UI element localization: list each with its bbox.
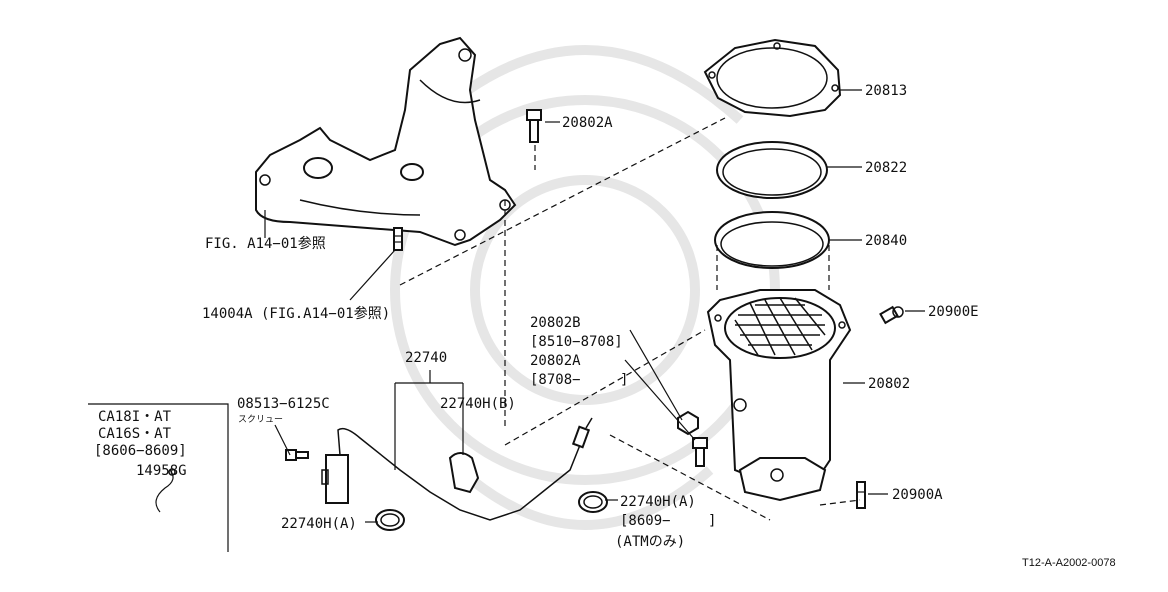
bolt-20802A-top <box>526 109 542 143</box>
box-label-range: [8606−8609] <box>94 443 187 459</box>
figure-id: T12-A-A2002-0078 <box>1022 557 1116 569</box>
label-8609-close: ] <box>708 513 716 529</box>
screw-08513 <box>285 449 309 461</box>
label-20802: 20802 <box>868 376 910 392</box>
clamp-22740HA-right <box>578 491 608 513</box>
stud-14004A <box>393 227 403 251</box>
clip-22740HB <box>448 452 480 494</box>
label-20802A-mid-range: [8708− <box>530 372 581 388</box>
clamp-22740HA-left <box>375 509 405 531</box>
catalytic-converter-20802 <box>706 289 852 502</box>
assembly-lines <box>399 117 861 521</box>
label-08513-sub: スクリュー <box>238 414 283 425</box>
exhaust-manifold <box>255 36 517 247</box>
box-label-ca18i: CA18I・AT <box>98 409 172 425</box>
bolt-20802A-mid <box>692 437 708 467</box>
label-8609-range: [8609− <box>620 513 671 529</box>
nut-20802B <box>677 410 699 436</box>
box-label-14958G: 14958G <box>136 463 187 479</box>
leader-lines <box>88 89 925 552</box>
label-20840: 20840 <box>865 233 907 249</box>
label-20802B-range: [8510−8708] <box>530 334 623 350</box>
label-20802A-top: 20802A <box>562 115 613 131</box>
label-20813: 20813 <box>865 83 907 99</box>
label-fig-reference: FIG. A14−01参照 <box>205 235 326 252</box>
label-20822: 20822 <box>865 160 907 176</box>
label-20900E: 20900E <box>928 304 979 320</box>
mat-20840 <box>714 211 830 290</box>
box-label-ca16s: CA16S・AT <box>98 426 172 442</box>
gasket-20813 <box>703 38 842 118</box>
stud-20900A <box>856 481 866 509</box>
label-22740HA-right: 22740H(A) <box>620 494 696 510</box>
bolt-20900E <box>879 305 904 325</box>
label-14004A: 14004A (FIG.A14−01参照) <box>202 305 390 322</box>
label-22740HB: 22740H(B) <box>440 396 516 412</box>
honeycomb-grid <box>734 297 826 356</box>
label-22740: 22740 <box>405 350 447 366</box>
ring-20822 <box>716 141 828 199</box>
label-atm-only: (ATMのみ) <box>615 534 685 550</box>
label-22740HA-left: 22740H(A) <box>281 516 357 532</box>
label-20802B: 20802B <box>530 315 581 331</box>
label-20802A-mid-close: ] <box>620 372 628 388</box>
o2-sensor-harness <box>321 417 593 521</box>
label-20802A-mid: 20802A <box>530 353 581 369</box>
label-20900A: 20900A <box>892 487 943 503</box>
label-08513: 08513−6125C <box>237 396 330 412</box>
